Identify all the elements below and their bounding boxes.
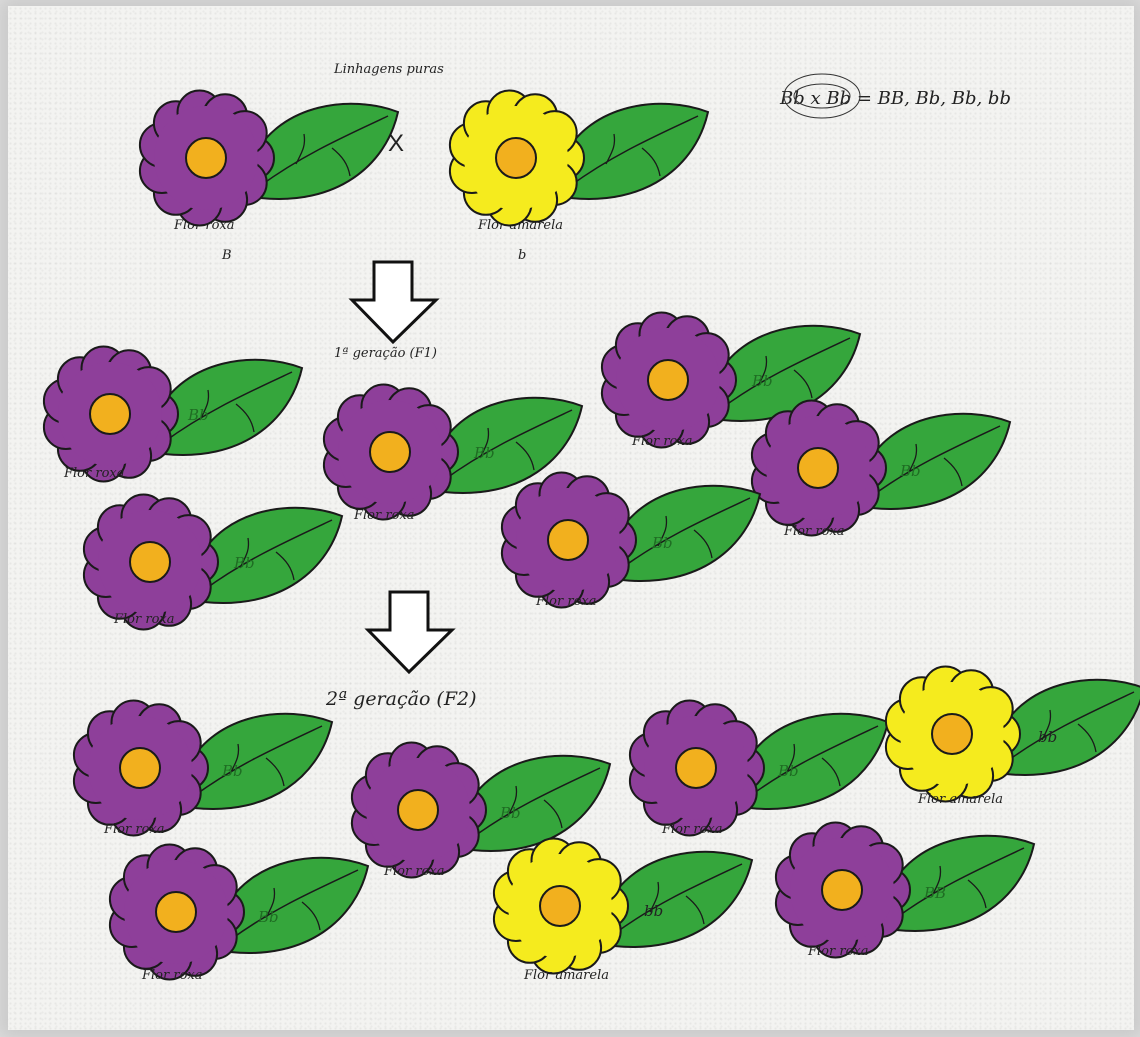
yellow-flower-icon [882, 662, 1140, 812]
genotype-label: BB [924, 884, 946, 902]
yellow-flower-icon [490, 834, 760, 984]
f1-title: 1ª geração (F1) [334, 346, 437, 361]
genotype-label: Bb [474, 444, 495, 462]
parent-allele: b [518, 248, 526, 263]
equation-rhs: = BB, Bb, Bb, bb [851, 88, 1011, 109]
genotype-label: Bb [222, 762, 243, 780]
genotype-label: Bb [900, 462, 921, 480]
flower-label: Flor roxa [384, 864, 444, 879]
yellow-flower-icon [446, 86, 716, 236]
pure-lines-title: Linhagens puras [334, 62, 444, 77]
genotype-label: bb [1038, 728, 1057, 746]
genotype-label: Bb [188, 406, 209, 424]
down-arrow-icon [364, 588, 456, 676]
down-arrow-icon [348, 258, 440, 346]
flower-label: Flor roxa [114, 612, 174, 627]
flower-label: Flor roxa [354, 508, 414, 523]
f2-title: 2ª geração (F2) [326, 688, 477, 710]
genotype-label: Bb [752, 372, 773, 390]
genotype-label: Bb [652, 534, 673, 552]
flower-label: Flor roxa [632, 434, 692, 449]
flower-label: Flor amarela [918, 792, 1003, 807]
genotype-label: bb [644, 902, 663, 920]
flower-label: Flor amarela [524, 968, 609, 983]
flower-label: Flor roxa [104, 822, 164, 837]
flower-label: Flor roxa [536, 594, 596, 609]
flower-yellow [490, 834, 760, 988]
parent-allele: B [222, 248, 232, 263]
genotype-label: Bb [234, 554, 255, 572]
purple-flower-icon [136, 86, 406, 236]
flower-yellow [446, 86, 716, 240]
flower-label: Flor roxa [64, 466, 124, 481]
genotype-label: Bb [258, 908, 279, 926]
flower-label: Flor roxa [142, 968, 202, 983]
genotype-label: Bb [500, 804, 521, 822]
diagram-page: Linhagens puras X Bb x Bb = BB, Bb, Bb, … [8, 6, 1134, 1030]
cross-arcs-icon [782, 62, 866, 132]
genotype-label: Bb [778, 762, 799, 780]
flower-label: Flor roxa [808, 944, 868, 959]
flower-label: Flor roxa [784, 524, 844, 539]
punnett-equation: Bb x Bb = BB, Bb, Bb, bb [780, 88, 1011, 109]
flower-purple [136, 86, 406, 240]
